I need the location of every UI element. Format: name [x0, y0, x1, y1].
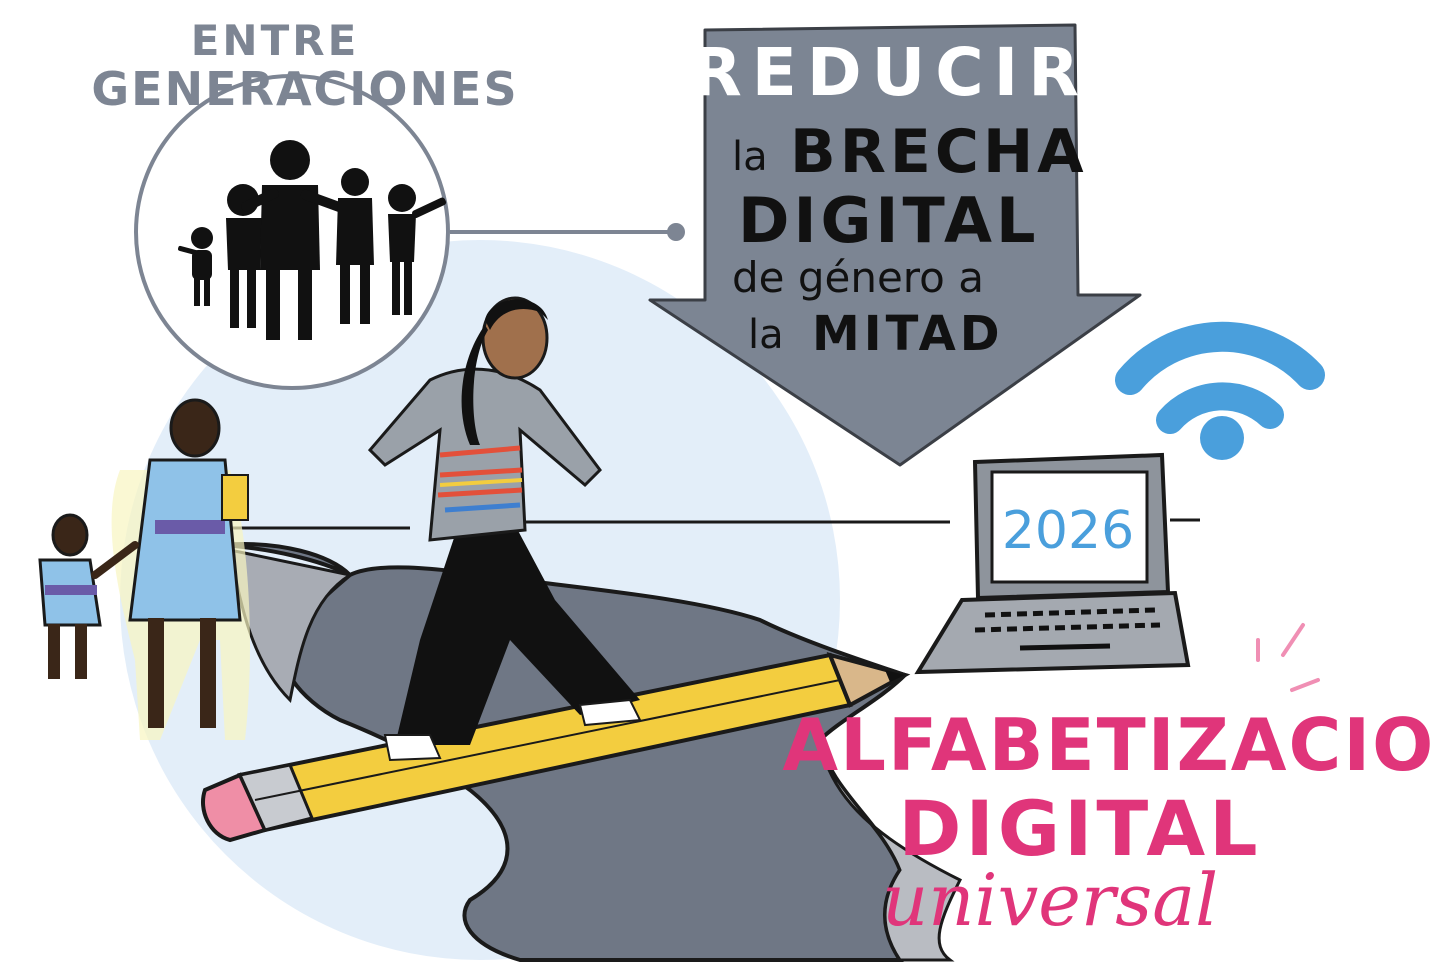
- wifi-icon: [1115, 321, 1325, 460]
- laptop-icon: [914, 452, 1191, 675]
- connector-dot: [667, 223, 685, 241]
- arrow-text-line2-main: BRECHA: [790, 117, 1088, 187]
- laptop-screen-year: 2026: [1002, 501, 1134, 561]
- arrow-text-line1: REDUCIR: [691, 34, 1089, 111]
- headline-line2: DIGITAL: [898, 784, 1261, 873]
- circle-caption-line2: GENERACIONES: [91, 62, 518, 116]
- arrow-text-line2-prefix: la: [732, 134, 768, 180]
- headline-line1: ALFABETIZACION: [782, 703, 1434, 787]
- mother-and-child-figures: [38, 398, 250, 740]
- woman-figure: [367, 296, 642, 762]
- arrow-text-line5-prefix: la: [748, 312, 784, 358]
- circle-caption-line1: ENTRE: [191, 16, 360, 65]
- sparkle-icon: [1256, 623, 1320, 692]
- arrow-text-line5-main: MITAD: [812, 306, 1004, 362]
- reduce-gap-arrow: [648, 23, 1142, 467]
- pencil-icon: [201, 652, 911, 843]
- arrow-text-line4: de género a: [732, 253, 984, 302]
- headline-line3: universal: [882, 858, 1218, 942]
- family-group-icon: [178, 140, 447, 340]
- arrow-text-line3: DIGITAL: [738, 184, 1039, 257]
